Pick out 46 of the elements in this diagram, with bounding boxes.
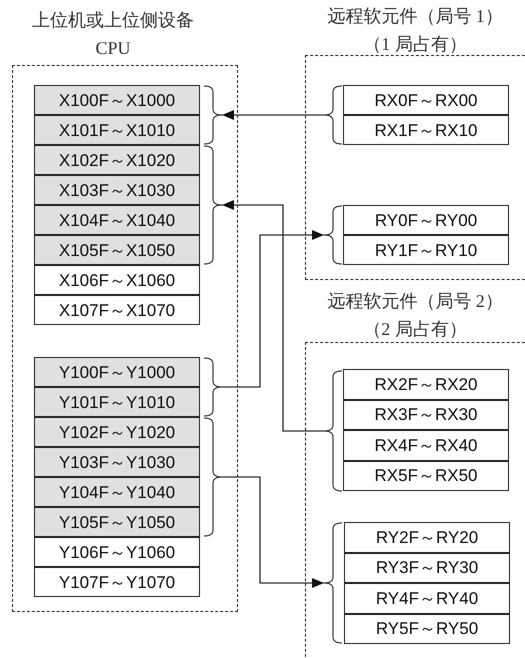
- register-cell: RY0F～RY00: [343, 205, 509, 235]
- curly-brace: [204, 418, 222, 536]
- register-cell: X102F～X1020: [34, 145, 200, 175]
- register-cell: Y100F～Y1000: [34, 357, 200, 387]
- register-cell: RX5F～RX50: [343, 460, 509, 491]
- register-cell: RY1F～RY10: [343, 235, 509, 265]
- register-cell: Y104F～Y1040: [34, 477, 200, 507]
- curly-brace: [204, 86, 222, 144]
- register-cell: Y107F～Y1070: [34, 567, 200, 597]
- register-cell: RY5F～RY50: [344, 614, 510, 644]
- subheading: CPU: [94, 37, 132, 59]
- curly-brace: [204, 146, 222, 264]
- heading: 远程软元件（局号 1）: [326, 5, 504, 27]
- curly-brace: [324, 86, 342, 144]
- register-cell: Y101F～Y1010: [34, 387, 200, 417]
- heading: 上位机或上位侧设备: [31, 9, 195, 31]
- curly-brace: [324, 371, 342, 491]
- register-cell: RX3F～RX30: [343, 400, 509, 430]
- register-cell: X106F～X1060: [34, 265, 200, 295]
- arrow: [222, 476, 324, 588]
- subheading: （2 局占有）: [362, 318, 468, 340]
- register-cell: X107F～X1070: [34, 295, 200, 325]
- curly-brace: [324, 206, 342, 264]
- register-cell: X100F～X1000: [34, 85, 200, 115]
- register-cell: X104F～X1040: [34, 205, 200, 235]
- register-cell: RX2F～RX20: [343, 369, 509, 400]
- register-cell: Y106F～Y1060: [34, 537, 200, 567]
- register-cell: RX0F～RX00: [343, 85, 509, 115]
- register-cell: X101F～X1010: [34, 115, 200, 145]
- register-cell: RX4F～RX40: [343, 430, 509, 460]
- curly-brace: [204, 358, 222, 416]
- register-cell: RX1F～RX10: [343, 115, 509, 145]
- heading: 远程软元件（局号 2）: [326, 290, 504, 312]
- register-cell: Y103F～Y1030: [34, 447, 200, 477]
- register-cell: RY2F～RY20: [344, 522, 510, 552]
- arrow: [222, 200, 324, 432]
- subheading: （1 局占有）: [362, 33, 468, 55]
- arrow: [222, 110, 324, 120]
- curly-brace: [324, 523, 342, 643]
- register-cell: RY3F～RY30: [344, 552, 510, 583]
- register-cell: X103F～X1030: [34, 175, 200, 205]
- arrow: [222, 230, 324, 388]
- register-cell: Y102F～Y1020: [34, 417, 200, 447]
- register-cell: Y105F～Y1050: [34, 507, 200, 537]
- register-cell: RY4F～RY40: [344, 583, 510, 614]
- register-cell: X105F～X1050: [34, 235, 200, 265]
